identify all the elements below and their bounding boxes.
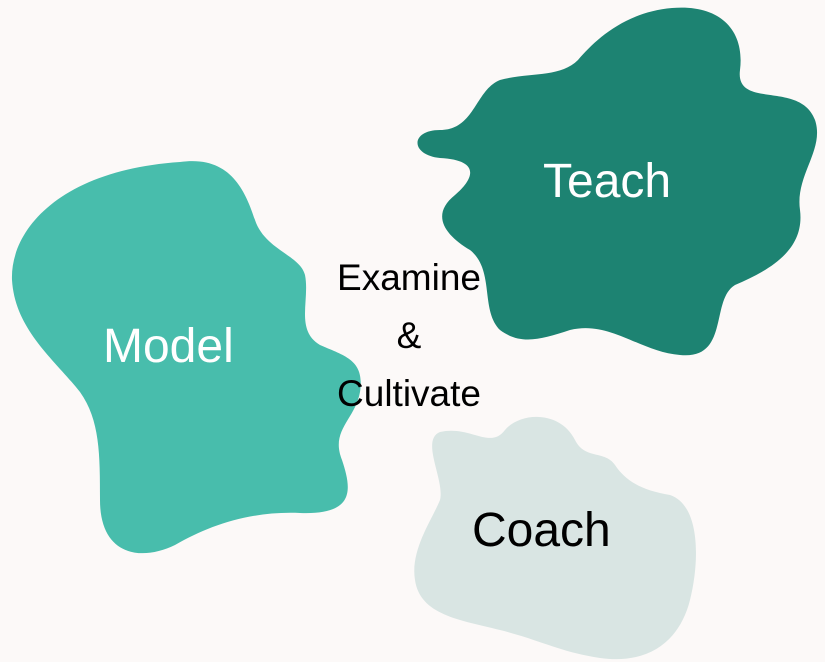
center-text-line-3: Cultivate (337, 373, 481, 414)
center-text-line-1: Examine (337, 257, 481, 298)
model-label: Model (103, 320, 234, 373)
coach-label: Coach (472, 504, 611, 557)
teach-label: Teach (543, 155, 672, 208)
coach-blob (414, 416, 696, 660)
teach-blob (417, 7, 818, 356)
model-blob (11, 161, 361, 554)
center-text-line-2: & (396, 315, 422, 356)
center-text: Examine & Cultivate (327, 249, 491, 423)
